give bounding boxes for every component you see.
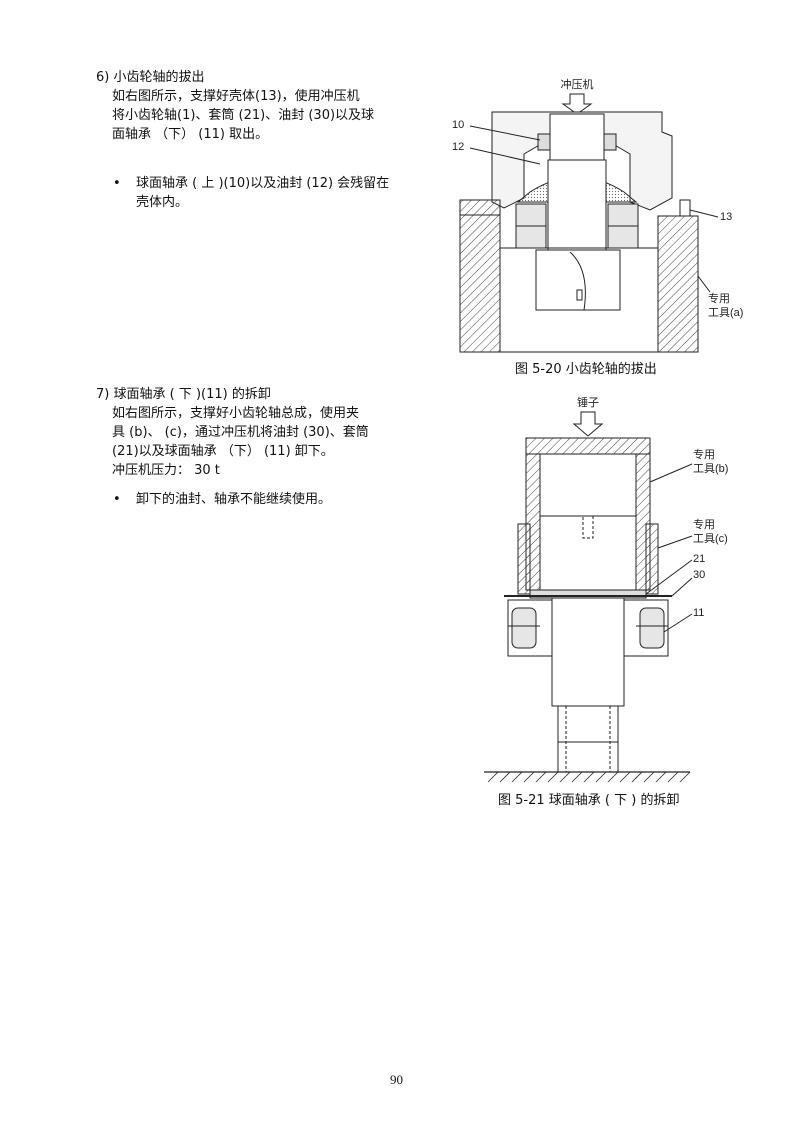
special-tool-b-top xyxy=(525,437,651,455)
tool-b-label-1: 专用 xyxy=(693,447,715,461)
callout-30: 30 xyxy=(693,569,705,581)
section6-heading: 6) 小齿轮轴的拔出 xyxy=(96,70,205,85)
bearing-roller-left xyxy=(511,607,537,649)
shaft-end xyxy=(557,705,619,773)
tool-b-label-2: 工具(b) xyxy=(693,462,728,475)
section7-bullet-line-1: 卸下的油封、轴承不能继续使用。 xyxy=(136,492,332,507)
tool-c-label-1: 专用 xyxy=(693,517,715,531)
page-number: 90 xyxy=(390,1072,403,1087)
hammer-arrow-icon xyxy=(572,411,604,437)
callout-21: 21 xyxy=(693,553,705,565)
pinion-shaft-lower xyxy=(551,597,625,707)
upper-bearing-left xyxy=(537,133,551,151)
figure-5-21: 锤子 专用 工具(b) 专用 工具(c) 21 30 11 xyxy=(484,395,728,808)
figure-5-20: 冲压机 10 12 13 专用 工具(a) 图 5-20 小齿轮轴的拔出 xyxy=(452,77,743,377)
press-label: 冲压机 xyxy=(561,77,594,91)
pinion-shaft-upper xyxy=(549,113,605,161)
tool-a-label-1: 专用 xyxy=(708,291,730,305)
figure-5-21-caption: 图 5-21 球面轴承 ( 下 ) 的拆卸 xyxy=(498,792,679,808)
section7-line-2: 具 (b)、 (c)，通过冲压机将油封 (30)、套筒 xyxy=(112,425,369,440)
section7-line-1: 如右图所示，支撑好小齿轮轴总成，使用夹 xyxy=(112,406,360,421)
bullet-dot: • xyxy=(113,176,121,191)
special-tool-c-right xyxy=(645,523,659,595)
sleeve xyxy=(535,249,621,311)
section6-line-2: 将小齿轮轴(1)、套筒 (21)、油封 (30)以及球 xyxy=(112,108,375,123)
hammer-label: 锤子 xyxy=(577,395,599,409)
pinion-shaft xyxy=(547,159,607,251)
section6-bullet-line-1: 球面轴承 ( 上 )(10)以及油封 (12) 会残留在 xyxy=(136,176,390,191)
tool-a-label-2: 工具(a) xyxy=(708,306,743,319)
bearing-roller-right xyxy=(639,607,665,649)
callout-12: 12 xyxy=(452,141,464,153)
ground-hatch xyxy=(487,771,691,783)
callout-10: 10 xyxy=(452,119,464,131)
special-tool-c-left xyxy=(517,523,531,595)
special-tool-a-right xyxy=(657,215,699,353)
figure-5-20-caption: 图 5-20 小齿轮轴的拔出 xyxy=(515,361,657,377)
section7-heading: 7) 球面轴承 ( 下 )(11) 的拆卸 xyxy=(96,387,271,402)
section7-line-4: 冲压机压力： 30 t xyxy=(112,463,220,478)
bullet-dot: • xyxy=(113,492,121,507)
upper-bearing-right xyxy=(603,133,617,151)
housing xyxy=(491,111,673,211)
callout-11: 11 xyxy=(693,607,704,619)
tool-c-label-2: 工具(c) xyxy=(693,532,728,545)
section6-line-3: 面轴承 （下） (11) 取出。 xyxy=(112,127,269,142)
callout-13: 13 xyxy=(720,211,732,223)
special-tool-a-left xyxy=(459,199,501,353)
section6-bullet-line-2: 壳体内。 xyxy=(136,195,189,210)
press-arrow-icon xyxy=(561,93,593,115)
section7-line-3: (21)以及球面轴承 （下） (11) 卸下。 xyxy=(112,444,334,459)
section6-line-1: 如右图所示，支撑好壳体(13)，使用冲压机 xyxy=(112,89,360,104)
